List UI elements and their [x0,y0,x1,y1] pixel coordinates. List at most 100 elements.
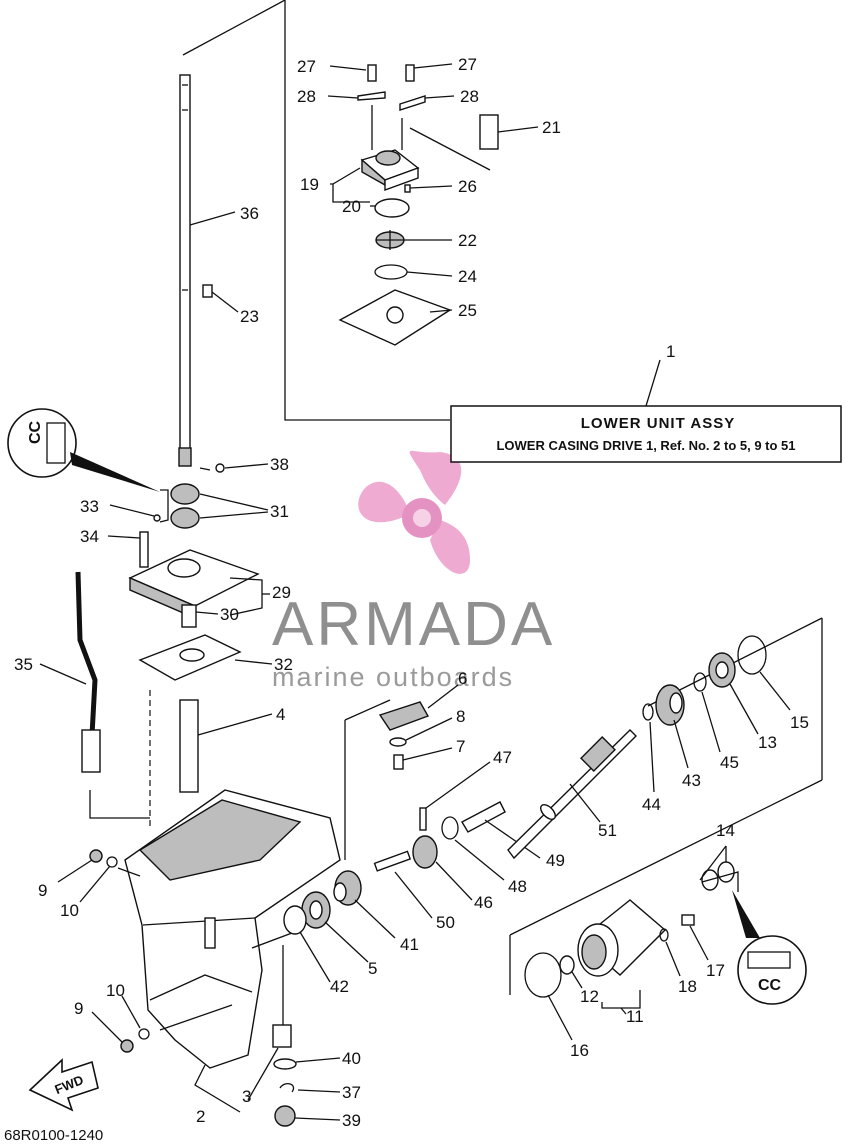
gear-41 [333,870,362,906]
bolt-27a [367,64,377,82]
callout-38: 38 [270,455,289,474]
washer-18 [659,928,669,942]
callout-47: 47 [493,748,512,767]
callout-2: 2 [196,1107,205,1126]
insert-20 [374,198,410,218]
callout-27a: 27 [297,57,316,76]
washer-10b [138,1028,150,1040]
shim-44 [642,703,654,721]
callout-41: 41 [400,935,419,954]
sleeve-4 [179,699,199,793]
callout-14: 14 [716,821,735,840]
callout-23: 23 [240,307,259,326]
bolt-17 [681,914,695,926]
callout-48: 48 [508,877,527,896]
propeller-shaft-51 [507,729,637,860]
assembly-subtitle: LOWER CASING DRIVE 1, Ref. No. 2 to 5, 9… [496,438,795,453]
callout-46: 46 [474,893,493,912]
cap-11 [577,899,667,977]
callout-9a: 9 [38,881,47,900]
callout-8: 8 [456,707,465,726]
clip-37 [279,1082,295,1093]
washer-45 [693,672,707,692]
callout-50: 50 [436,913,455,932]
washer-10a [106,856,118,868]
callout-7: 7 [456,737,465,756]
armada-logo [358,450,470,574]
forward-arrow: FWD [28,1058,99,1112]
water-pump-housing [360,149,420,191]
callout-11: 11 [626,1007,644,1026]
nut-39 [274,1105,296,1127]
pin-26 [404,184,411,193]
callout-35: 35 [14,655,33,674]
callout-51: 51 [598,821,617,840]
lube-symbol-right: CC [732,890,807,1005]
callout-27b: 27 [458,55,477,74]
callout-21: 21 [542,118,561,137]
callout-24: 24 [458,267,477,286]
bearing-13 [708,652,736,688]
callout-49: 49 [546,851,565,870]
plate-28a [357,91,386,101]
screw-7 [393,754,404,770]
callout-9b: 9 [74,999,83,1018]
o-ring-15 [737,635,767,675]
callout-37: 37 [342,1083,361,1102]
callout-43: 43 [682,771,701,790]
watermark-brand: ARMADA [272,590,555,659]
callout-25: 25 [458,301,477,320]
svg-text:CC: CC [27,420,44,444]
callout-40: 40 [342,1049,361,1068]
shaft-50 [373,850,412,872]
plunger-49 [461,801,506,833]
callout-42: 42 [330,977,349,996]
callout-18: 18 [678,977,697,996]
drive-shaft [178,74,192,467]
gasket-16 [524,952,562,998]
seal-42 [283,905,307,935]
callout-labels: 27 27 28 28 21 19 26 20 36 22 24 23 25 3… [14,55,809,1130]
callout-22: 22 [458,231,477,250]
callout-30: 30 [220,605,239,624]
bearing-5 [301,891,331,929]
callout-45: 45 [720,753,739,772]
shift-rod-35 [75,571,101,773]
spring-48 [441,816,459,840]
tube-21 [479,114,499,150]
bearing-31a [170,483,200,505]
assembly-box [450,405,842,463]
callout-1: 1 [666,342,675,361]
bearing-31b [170,507,200,529]
callout-29: 29 [272,583,291,602]
callout-13: 13 [758,733,777,752]
callout-10b: 10 [106,981,125,1000]
woodruff-key [202,284,213,298]
pin-47 [419,807,427,831]
bolt-9b [120,1039,134,1053]
bushing-30 [181,604,197,628]
lube-symbol-left: CC [7,408,160,492]
lower-casing-2 [124,789,341,1069]
callout-33: 33 [80,497,99,516]
callout-17: 17 [706,961,725,980]
callout-28b: 28 [460,87,479,106]
gasket-24 [374,264,408,280]
callout-5: 5 [368,959,377,978]
callout-44: 44 [642,795,661,814]
bolt-9a [89,849,103,863]
callout-34: 34 [80,527,99,546]
diagram-code: 68R0100-1240 [4,1127,103,1142]
svg-text:CC: CC [758,977,782,994]
callout-19: 19 [300,175,319,194]
anode-14 [701,861,735,891]
callout-20: 20 [342,197,361,216]
assembly-title: LOWER UNIT ASSY [581,415,735,432]
clutch-46 [412,835,438,869]
callout-39: 39 [342,1111,361,1130]
callout-32: 32 [274,655,293,674]
callout-15: 15 [790,713,809,732]
watermark-tagline: marine outboards [272,662,514,692]
callout-26: 26 [458,177,477,196]
